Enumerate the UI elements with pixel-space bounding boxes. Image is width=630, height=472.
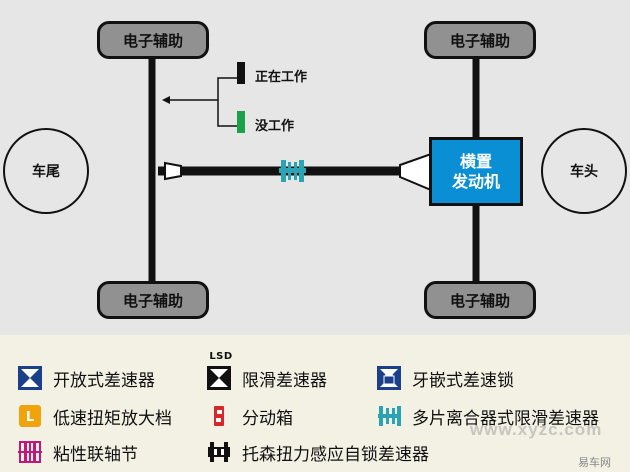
status-arrow-head — [162, 96, 170, 104]
engine-label-line1: 横置 — [459, 151, 492, 171]
legend-item-open-differential: 开放式差速器 — [17, 365, 155, 391]
wheel-top-right: 电子辅助 — [424, 21, 536, 59]
working-swatch — [237, 62, 245, 84]
multi-plate-clutch-icon — [376, 403, 402, 429]
torsen-differential-icon — [206, 439, 232, 465]
lsd-badge: LSD — [209, 351, 233, 362]
watermark-site: www.xyzc.com — [470, 420, 603, 439]
low-range-gear-icon: L — [17, 403, 43, 429]
legend-item-low-range: L 低速扭矩放大档 — [17, 403, 172, 429]
open-differential-icon — [17, 365, 43, 391]
wheel-bottom-right: 电子辅助 — [424, 281, 536, 319]
working-status-label: 正在工作 — [255, 70, 308, 85]
front-end-marker: 车头 — [541, 128, 627, 214]
legend-item-dog-clutch: 牙嵌式差速锁 — [376, 365, 514, 391]
legend-item-limited-slip: LSD 限滑差速器 — [206, 351, 327, 391]
svg-text:L: L — [26, 410, 34, 425]
transfer-case-icon — [206, 403, 232, 429]
wheel-top-left: 电子辅助 — [97, 21, 209, 59]
legend-item-torsen: 托森扭力感应自锁差速器 — [206, 439, 429, 465]
transverse-engine: 横置 发动机 — [429, 137, 523, 206]
dog-clutch-lock-icon — [376, 365, 402, 391]
drivetrain-lines — [148, 55, 480, 285]
legend-label: 低速扭矩放大档 — [53, 408, 172, 429]
front-coupling-cone — [399, 152, 432, 192]
wheel-bottom-left: 电子辅助 — [97, 281, 209, 319]
idle-status-label: 没工作 — [255, 119, 295, 134]
center-clutch-coupling — [279, 160, 306, 182]
status-bracket — [217, 77, 238, 127]
legend-item-transfer-case: 分动箱 — [206, 403, 293, 429]
legend-label: 多片离合器式限滑差速器 — [412, 408, 599, 429]
legend-label: 粘性联轴节 — [53, 444, 138, 465]
engine-label-line2: 发动机 — [451, 171, 500, 191]
watermark-brand: 易车网 — [578, 457, 611, 469]
viscous-coupling-icon — [17, 439, 43, 465]
legend-item-multi-plate: 多片离合器式限滑差速器 — [376, 403, 599, 429]
legend-label: 托森扭力感应自锁差速器 — [242, 444, 429, 465]
legend-label: 牙嵌式差速锁 — [412, 370, 514, 391]
legend-label: 开放式差速器 — [53, 370, 155, 391]
rear-end-marker: 车尾 — [3, 128, 89, 214]
limited-slip-differential-icon: LSD — [206, 351, 232, 391]
rear-coupling-cone — [164, 161, 182, 181]
drivetrain-diagram: 正在工作 没工作 电子辅助 电子辅助 电子辅助 电子辅助 车尾 车头 横置 发动… — [0, 0, 630, 335]
idle-swatch — [237, 111, 245, 133]
legend-item-viscous-coupling: 粘性联轴节 — [17, 439, 138, 465]
legend-label: 限滑差速器 — [242, 370, 327, 391]
legend-label: 分动箱 — [242, 408, 293, 429]
legend-panel: 开放式差速器 LSD 限滑差速器 牙嵌式差速锁 L 低速扭矩放大档 — [0, 335, 630, 472]
